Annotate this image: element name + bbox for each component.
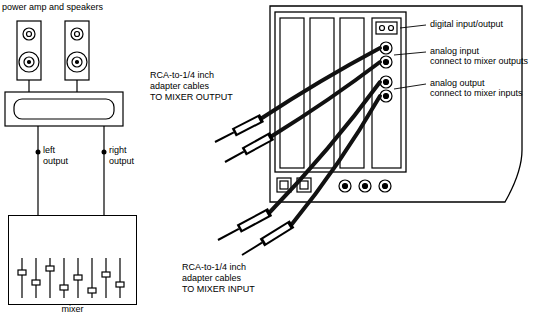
cable-plug	[241, 214, 267, 228]
cable-label: TO MIXER OUTPUT	[150, 92, 233, 103]
speaker	[19, 52, 39, 72]
adapter-cable	[262, 48, 380, 224]
power-amp	[5, 92, 123, 126]
cable-plug	[218, 229, 239, 240]
mixer-fader	[35, 258, 36, 298]
mixer-fader	[74, 275, 82, 280]
speaker	[28, 61, 31, 64]
callout-label: connect to mixer outputs	[430, 56, 528, 67]
speaker	[76, 80, 77, 92]
connector-jack	[300, 181, 308, 189]
speaker	[28, 80, 29, 92]
connector-jack	[339, 180, 351, 192]
mixer-fader	[18, 258, 124, 298]
output-label: right output	[109, 145, 145, 167]
leader-line	[394, 25, 426, 89]
leader-line	[394, 52, 426, 55]
output-label: left output	[43, 145, 77, 167]
connector-jack	[384, 46, 389, 51]
expansion-slot	[372, 18, 401, 168]
power-amp	[5, 92, 123, 126]
callout-label: connect to mixer inputs	[430, 88, 523, 99]
connector-jack	[384, 80, 389, 85]
connector-jack	[380, 26, 385, 31]
speaker	[65, 21, 89, 80]
cable-plug	[236, 120, 259, 132]
speaker	[76, 61, 79, 64]
connector-jack	[343, 184, 348, 189]
speaker	[27, 32, 32, 37]
speaker	[71, 28, 83, 40]
output-wire	[103, 126, 104, 215]
mixer-label: mixer	[9, 304, 136, 315]
expansion-slot	[340, 18, 364, 168]
connector-jack	[389, 26, 394, 31]
cable-plug	[265, 226, 290, 241]
speaker	[67, 52, 87, 72]
cable-label: TO MIXER INPUT	[182, 284, 255, 295]
cable-plug	[215, 118, 292, 255]
mixer-fader	[119, 258, 120, 298]
connector-jack	[384, 94, 389, 99]
connector-jack	[384, 60, 389, 65]
leader-line	[400, 25, 426, 28]
connector-jack	[359, 180, 371, 192]
mixer-fader	[18, 270, 26, 275]
speaker	[65, 21, 89, 92]
mixer-fader	[32, 280, 40, 285]
adapter-cable	[270, 82, 380, 212]
mixer-fader	[46, 266, 54, 271]
cable-plug	[225, 152, 244, 162]
callout-label: analog input	[430, 46, 479, 57]
device-label: power amp and speakers	[2, 2, 123, 13]
cable-label: RCA-to-1/4 inch adapter cables	[182, 262, 274, 284]
connector-jack	[280, 181, 288, 189]
mixer-box: mixer	[8, 215, 137, 305]
amp-speaker-group: power amp and speakers	[2, 2, 123, 126]
leader-line	[394, 84, 426, 89]
cable-plug	[246, 138, 269, 151]
mixer-fader	[49, 258, 50, 298]
callout-label: analog output	[430, 78, 485, 89]
mixer-fader	[88, 288, 96, 293]
cable-plug	[262, 224, 292, 243]
connector-jack	[376, 22, 397, 34]
cable-plug	[244, 136, 272, 152]
speaker	[17, 21, 41, 92]
mixer-fader	[105, 258, 106, 298]
adapter-cable	[292, 96, 380, 224]
cable-plug	[215, 132, 234, 142]
speaker	[17, 21, 41, 80]
mixer-fader	[63, 258, 64, 298]
cable-label: RCA-to-1/4 inch adapter cables	[150, 70, 242, 92]
connector-jack	[363, 184, 368, 189]
callout-label: digital input/output	[430, 19, 503, 30]
connector-jack	[379, 180, 391, 192]
mixer-fader	[102, 272, 110, 277]
mixer-fader	[21, 258, 22, 298]
speaker	[75, 32, 80, 37]
cable-plug	[234, 118, 262, 132]
cable-plug	[239, 212, 270, 229]
speaker	[23, 28, 35, 40]
mixer-fader	[60, 285, 68, 290]
mixer-fader	[116, 282, 124, 287]
output-wire	[37, 126, 38, 215]
speaker	[24, 57, 34, 67]
power-amp	[14, 99, 114, 119]
connector-jack	[383, 184, 388, 189]
speaker	[72, 57, 82, 67]
cable-plug	[242, 243, 262, 255]
